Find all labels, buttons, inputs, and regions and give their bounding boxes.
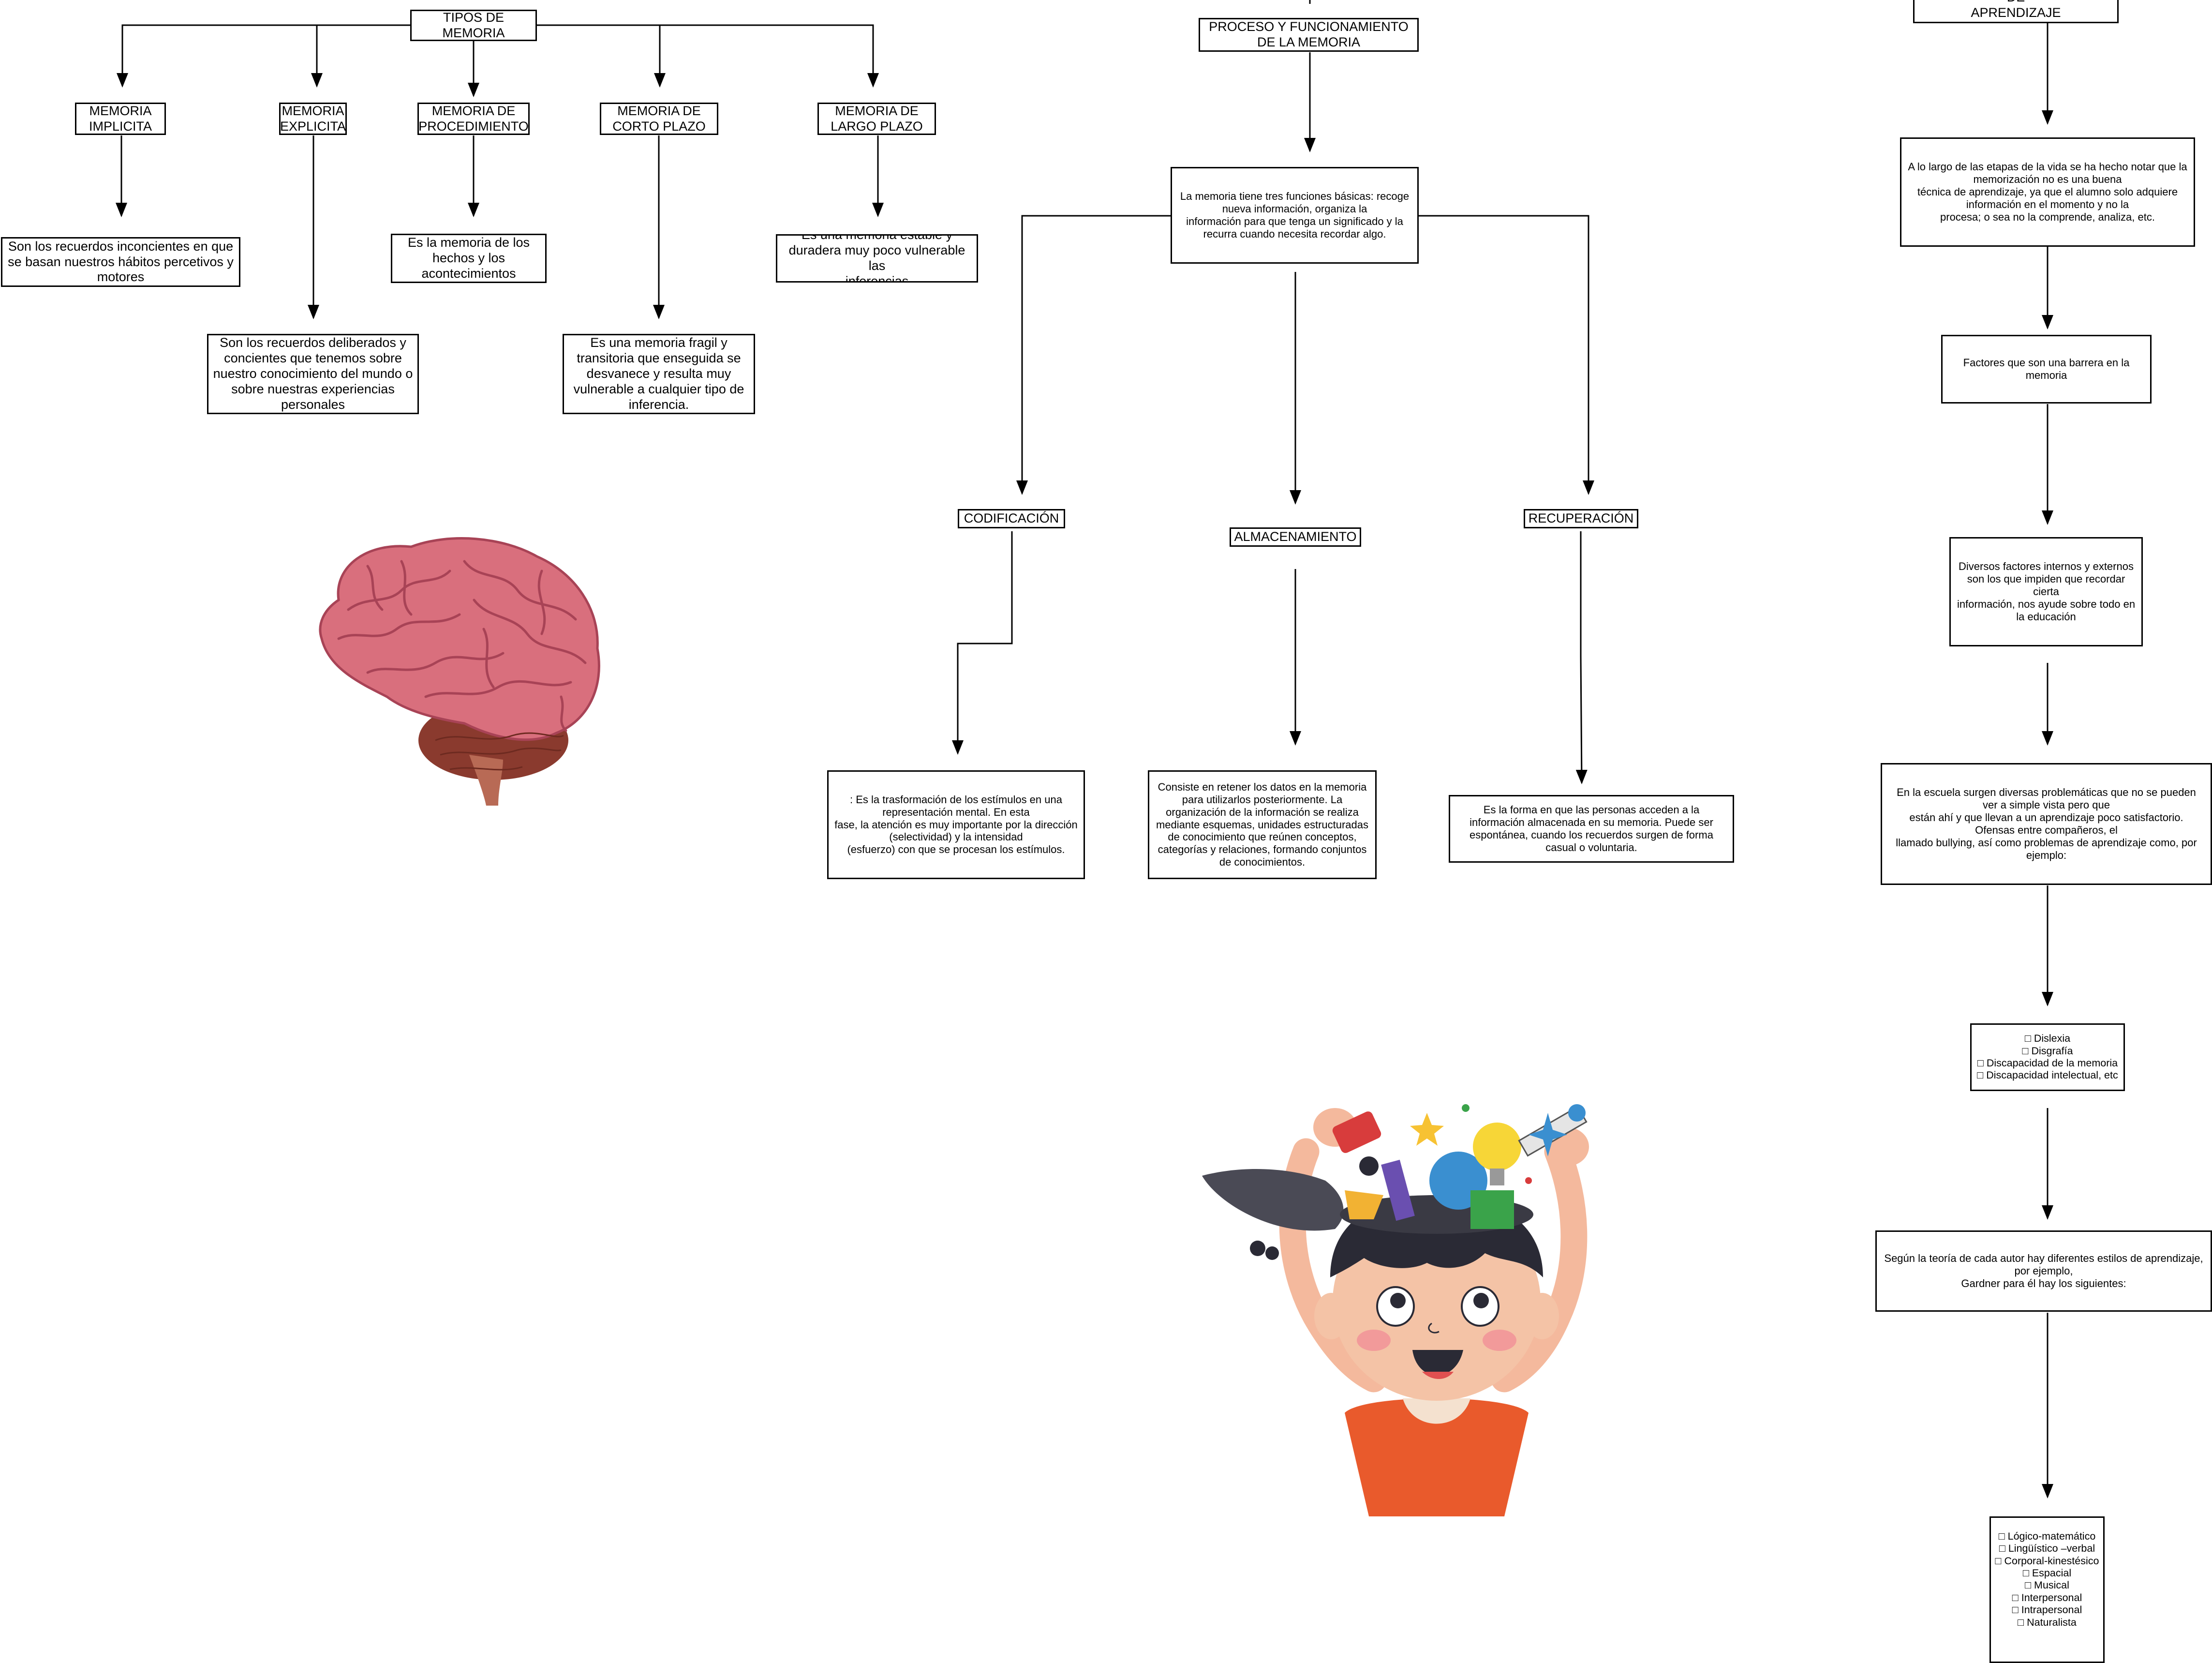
center-map-connectors <box>952 0 1594 784</box>
memoria-de-corto-plazo-node: MEMORIA DE CORTO PLAZO <box>600 103 718 135</box>
factores-internos-externos-node: Diversos factores internos y externos so… <box>1949 537 2143 646</box>
funciones-basicas-description: La memoria tiene tres funciones básicas:… <box>1171 167 1419 264</box>
memoria-explicita-node: MEMORIA EXPLICITA <box>279 103 347 135</box>
tipos-de-memoria-title: TIPOS DE MEMORIA <box>410 10 537 41</box>
memoria-implicita-description: Son los recuerdos inconcientes en que se… <box>1 237 240 287</box>
memorizacion-description: A lo largo de las etapas de la vida se h… <box>1900 137 2195 247</box>
memoria-de-largo-plazo-node: MEMORIA DE LARGO PLAZO <box>817 103 936 135</box>
codificacion-node: CODIFICACIÓN <box>958 509 1065 528</box>
memoria-aprendizaje-title: LA MEMORIA EN EL PROCESO DE APRENDIZAJE <box>1913 0 2119 23</box>
codificacion-description: : Es la trasformación de los estímulos e… <box>827 770 1085 879</box>
memoria-de-procedimiento-node: MEMORIA DE PROCEDIMIENTO <box>417 103 530 135</box>
trastornos-aprendizaje-list: □ Dislexia □ Disgrafía □ Discapacidad de… <box>1970 1023 2125 1091</box>
memoria-explicita-description: Son los recuerdos deliberados y concient… <box>207 334 419 414</box>
recuperacion-node: RECUPERACIÓN <box>1524 509 1638 528</box>
almacenamiento-description: Consiste en retener los datos en la memo… <box>1148 770 1377 879</box>
inteligencias-gardner-list: □ Lógico-matemático □ Lingüístico –verba… <box>1989 1516 2105 1663</box>
factores-barrera-node: Factores que son una barrera en la memor… <box>1941 335 2152 404</box>
proceso-memoria-title: PROCESO Y FUNCIONAMIENTO DE LA MEMORIA <box>1199 18 1419 52</box>
almacenamiento-node: ALMACENAMIENTO <box>1230 527 1361 547</box>
child-thinking-illustration <box>1202 1104 1589 1516</box>
left-map-connectors <box>116 24 884 319</box>
brain-illustration <box>319 537 600 806</box>
estilos-aprendizaje-node: Según la teoría de cada autor hay difere… <box>1875 1230 2212 1312</box>
memoria-implicita-node: MEMORIA IMPLICITA <box>75 103 166 135</box>
memoria-de-corto-plazo-description: Es una memoria fragil y transitoria que … <box>563 334 755 414</box>
problematicas-escuela-node: En la escuela surgen diversas problemáti… <box>1881 763 2212 885</box>
memoria-de-largo-plazo-description: Es una memoria estable y duradera muy po… <box>776 234 978 283</box>
memoria-de-procedimiento-description: Es la memoria de los hechos y los aconte… <box>391 234 547 283</box>
recuperacion-description: Es la forma en que las personas acceden … <box>1449 795 1734 863</box>
